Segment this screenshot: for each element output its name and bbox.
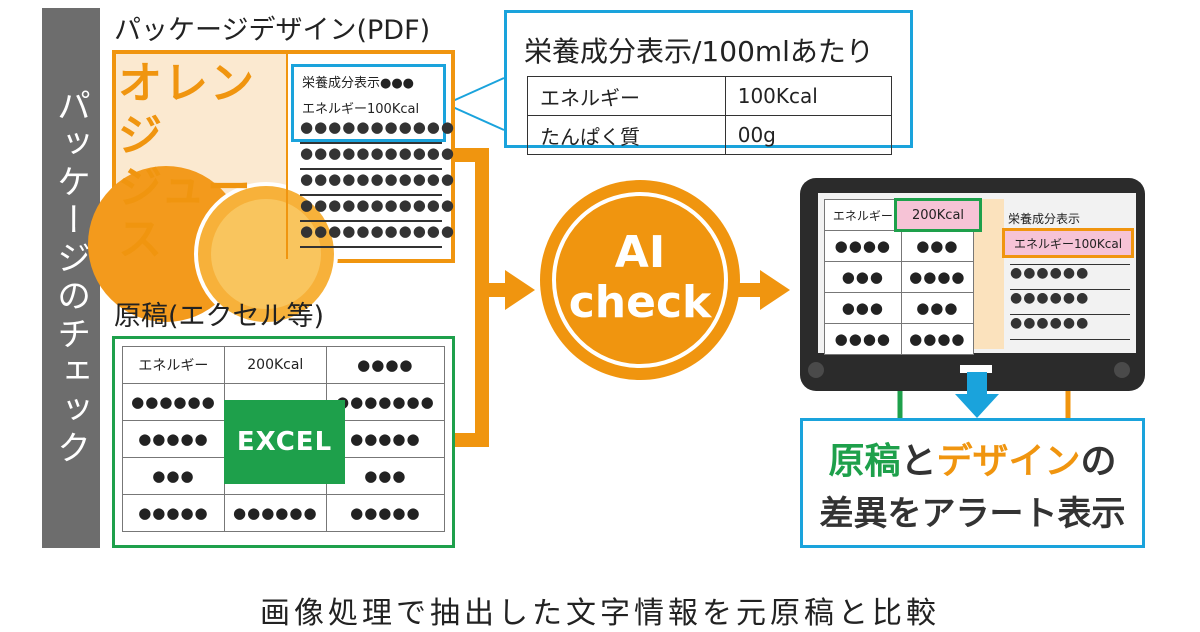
manuscript-heading: 原稿(エクセル等) [114, 301, 325, 332]
caption: 画像処理で抽出した文字情報を元原稿と比較 [260, 596, 940, 631]
dot-row: ●●●●●●●●●●● [300, 118, 454, 144]
dot-row: ●●●●●●●●●●● [300, 144, 454, 170]
tablet-button-icon [808, 362, 824, 378]
result-line1: 原稿とデザインの [828, 441, 1117, 482]
product-title: オレンジ ジュース [118, 58, 256, 265]
divider [286, 54, 288, 259]
highlight-box [291, 64, 446, 142]
tablet-button-icon [1114, 362, 1130, 378]
cell: 100Kcal [724, 76, 893, 116]
sidebar [42, 8, 100, 548]
table-row: ●●●●●●●● [824, 323, 975, 355]
orange-fruit-icon [88, 166, 338, 326]
arrow-to-tablet-icon [760, 270, 790, 310]
cell: たんぱく質 [527, 115, 726, 155]
dot-row: ●●●●●●●●●●● [300, 196, 454, 222]
sidebar-label: パッケージのチェック [50, 88, 91, 468]
dot-row: ●●●●●●●●●●● [300, 170, 454, 196]
tablet-home-bar [960, 365, 992, 373]
orange-image [88, 54, 338, 326]
table-row: ●●●●●● [824, 292, 975, 324]
ai-check-ring [552, 192, 728, 368]
label-line: エネルギー100Kcal [302, 102, 420, 117]
diff-highlight-manuscript: 200Kcal [894, 198, 982, 232]
cell: 00g [724, 115, 893, 155]
arrow-to-ai-icon [505, 270, 535, 310]
dot-row: ●●●●●●●●●●● [300, 222, 454, 248]
tablet-label-snippet: 栄養成分表示 [1008, 212, 1081, 226]
table-row: ●●●●●●● [824, 261, 975, 293]
cell: エネルギー [527, 76, 726, 116]
package-heading: パッケージデザイン(PDF) [114, 15, 431, 46]
excel-badge: EXCEL [224, 400, 345, 484]
label-line: 栄養成分表示●●● [302, 76, 415, 91]
ai-check-label: AI check [568, 227, 712, 328]
result-line2: 差異をアラート表示 [819, 494, 1126, 534]
down-arrow-icon [955, 372, 999, 418]
table-row: ●●●●●●● [824, 230, 975, 262]
result-box [800, 418, 1145, 548]
table-row: ●●●●●●●●●●●●●●●● [122, 494, 446, 532]
callout-title: 栄養成分表示/100mlあたり [524, 35, 874, 68]
diff-highlight-design: エネルギー100Kcal [1002, 228, 1134, 258]
